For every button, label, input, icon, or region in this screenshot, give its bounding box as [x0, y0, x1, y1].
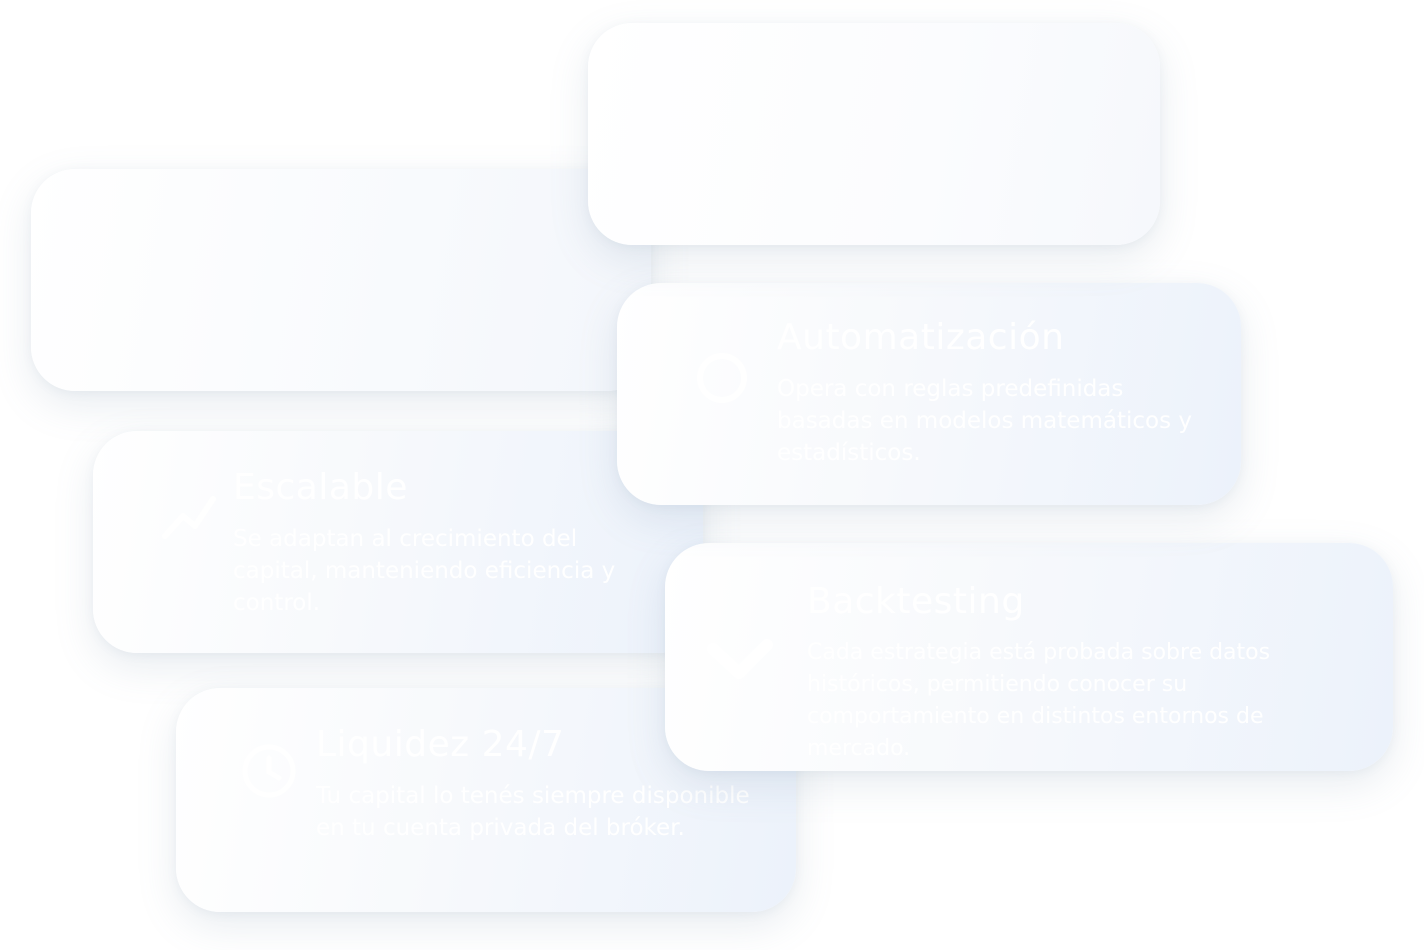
feature-card-escalable: Escalable Se adaptan al crecimiento del … — [93, 431, 703, 653]
clock-icon — [234, 736, 304, 806]
feature-description: Tu capital lo tenés siempre disponible e… — [316, 783, 750, 841]
feature-title: Backtesting — [807, 581, 1025, 622]
feature-description: Opera con reglas predefinidas basadas en… — [777, 376, 1192, 466]
feature-description: Cada estrategia está probada sobre datos… — [807, 640, 1271, 761]
feature-description: Se adaptan al crecimiento del capital, m… — [233, 526, 616, 616]
feature-card-backtesting: Backtesting Cada estrategia está probada… — [665, 543, 1393, 771]
feature-title: Automatización — [777, 317, 1065, 358]
feature-card-blank-top — [588, 23, 1160, 245]
automation-icon — [687, 343, 757, 413]
scale-icon — [153, 481, 223, 551]
checkmark-icon — [705, 621, 785, 701]
feature-card-automatizacion: Automatización Opera con reglas predefin… — [617, 283, 1241, 505]
feature-title: Liquidez 24/7 — [316, 724, 565, 765]
feature-title: Escalable — [233, 467, 408, 508]
feature-card-blank-left — [31, 169, 651, 391]
